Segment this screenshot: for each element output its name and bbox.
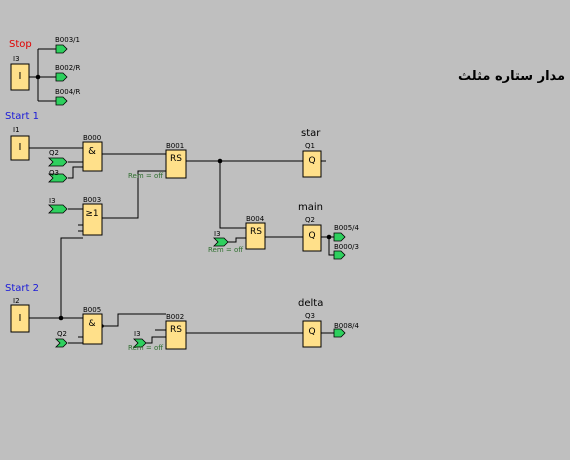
junction-q2-out [326,234,332,240]
junction-start2 [58,315,64,321]
connector-flags [48,44,346,348]
flag-out-q2-1 [333,232,346,242]
flag-b005-in-text: Q2 [57,330,67,338]
flag-in-b003-1 [48,204,68,214]
b005-symbol: & [88,319,96,329]
start1-input-tag: I1 [13,126,20,134]
wires [29,48,334,344]
block-b003 [82,203,103,236]
q3-symbol: Q [308,327,316,337]
stop-label: Stop [9,39,32,50]
b004-rem: Rem = off [208,246,244,254]
q1-symbol: Q [308,156,316,166]
flag-stop2-text: B002/R [55,64,81,72]
output-block-q3 [302,320,322,348]
q1-label: star [301,128,321,139]
wire-b003-stubs [78,224,83,232]
flag-b002-in-text: I3 [134,330,141,338]
wire-b003-b001 [102,170,166,219]
wire-b004-in [228,237,246,243]
b002-name: B002 [166,313,185,321]
start2-input-symbol: I [18,313,22,324]
b001-rem: Rem = off [128,172,164,180]
flag-stop1-text: B003/1 [55,36,80,44]
b003-symbol: ≥1 [85,209,99,219]
flag-b000-in3-text: Q3 [49,169,59,177]
wire-start2-b003 [60,237,83,318]
flag-in-b002 [133,338,147,348]
wire-stop [29,48,56,102]
flag-out-stop2 [55,72,68,82]
output-block-q2 [302,224,322,252]
junction-b001-out [217,158,223,164]
b001-symbol: RS [170,154,182,164]
b005-name: B005 [83,306,102,314]
q2-label: main [298,202,323,213]
flag-b003-in1-text: I3 [49,197,56,205]
input-block-start1 [10,135,30,161]
block-b001 [165,149,187,179]
b004-symbol: RS [250,227,262,237]
flag-in-b005 [55,338,68,348]
q2-tag: Q2 [305,216,315,224]
flag-out-q2-2 [333,250,346,260]
block-b005 [82,313,103,345]
diagram-heading: مدار ستاره مثلث [458,69,566,84]
b002-rem: Rem = off [128,344,164,352]
flag-q2-out1-text: B005/4 [334,224,359,232]
wire-b001-b004 [219,161,246,229]
b001-name: B001 [166,142,185,150]
flag-stop3-text: B004/R [55,88,81,96]
q2-symbol: Q [308,231,316,241]
flag-out-stop3 [55,96,68,106]
b000-name: B000 [83,134,102,142]
start1-input-symbol: I [18,142,22,153]
blocks [10,63,322,350]
b003-name: B003 [83,196,102,204]
wire-b005-b002 [102,313,166,327]
flag-b000-in2-text: Q2 [49,149,59,157]
stop-input-tag: I3 [13,55,20,63]
wire-b000-in3 [68,166,83,179]
junctions [35,74,332,328]
junction-stop [35,74,41,80]
block-b002 [165,320,187,350]
q3-label: delta [298,298,324,309]
q3-tag: Q3 [305,312,315,320]
flag-out-q3 [333,328,346,338]
input-block-stop [10,63,30,91]
block-b000 [82,141,103,172]
flag-q3-out-text: B008/4 [334,322,359,330]
wire-q2-branch [328,237,334,256]
flag-out-stop1 [55,44,68,54]
q1-tag: Q1 [305,142,315,150]
start1-label: Start 1 [5,111,39,122]
start2-input-tag: I2 [13,297,20,305]
stop-input-symbol: I [18,71,22,82]
b000-symbol: & [88,146,96,157]
start2-label: Start 2 [5,283,39,294]
output-block-q1 [302,150,322,178]
flag-in-b004 [213,237,229,247]
block-b004 [245,222,266,250]
flag-q2-out2-text: B000/3 [334,243,359,251]
flag-in-b000-3 [48,173,68,183]
b002-symbol: RS [170,325,182,335]
flag-in-b000-2 [48,157,68,167]
b004-name: B004 [246,215,265,223]
flag-b004-in-text: I3 [214,230,221,238]
input-block-start2 [10,304,30,333]
wire-b002-in [146,336,166,344]
